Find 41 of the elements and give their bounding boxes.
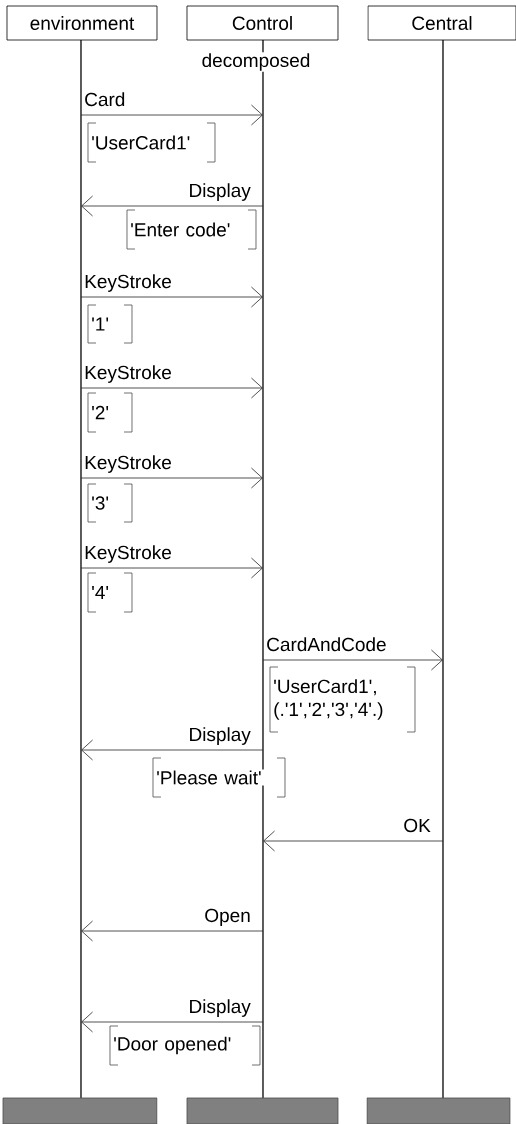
parameter-box: '4' [87,572,133,613]
parameter-box: '2' [87,392,133,433]
message-label: KeyStroke [85,545,171,563]
message-label: Display [190,727,251,745]
instance-head-box: environment [6,5,158,41]
message-label: KeyStroke [85,455,171,473]
instance-head-box: Control [186,5,339,41]
instance-end-bar [186,1097,339,1124]
parameter-box: 'Enter code' [126,209,257,250]
message-arrow [263,830,444,852]
message-arrow [262,649,443,671]
lifeline [442,39,444,1099]
message-arrow [81,1011,264,1033]
message-label: Card [85,92,125,107]
message-arrow [80,286,263,308]
parameter-box: 'UserCard1', (.'1','2','3','4'.) [269,666,416,733]
message-arrow [80,557,263,579]
message-arrow [81,195,264,217]
parameter-box: '1' [87,304,133,344]
instance-note: decomposed [200,52,312,72]
parameter-box: '3' [87,483,133,523]
parameter-box: 'Door opened' [109,1025,261,1066]
message-label: KeyStroke [85,274,171,292]
lifeline [80,39,82,1099]
parameter-box: 'Please wait' [152,757,286,798]
message-arrow [81,739,264,761]
lifeline [262,39,264,1099]
message-label: Display [190,999,251,1017]
message-arrow [80,467,263,489]
instance-end-bar [2,1097,158,1124]
message-label: OK [404,818,431,833]
message-label: Display [190,183,251,201]
message-arrow [80,377,263,399]
message-label: KeyStroke [85,365,171,383]
message-label: CardAndCode [267,637,386,652]
message-arrow [81,920,264,942]
message-label: Open [205,908,250,926]
parameter-box: 'UserCard1' [87,122,216,163]
message-arrow [80,104,263,126]
instance-head-box: Central [367,5,516,41]
instance-end-bar [366,1097,511,1124]
